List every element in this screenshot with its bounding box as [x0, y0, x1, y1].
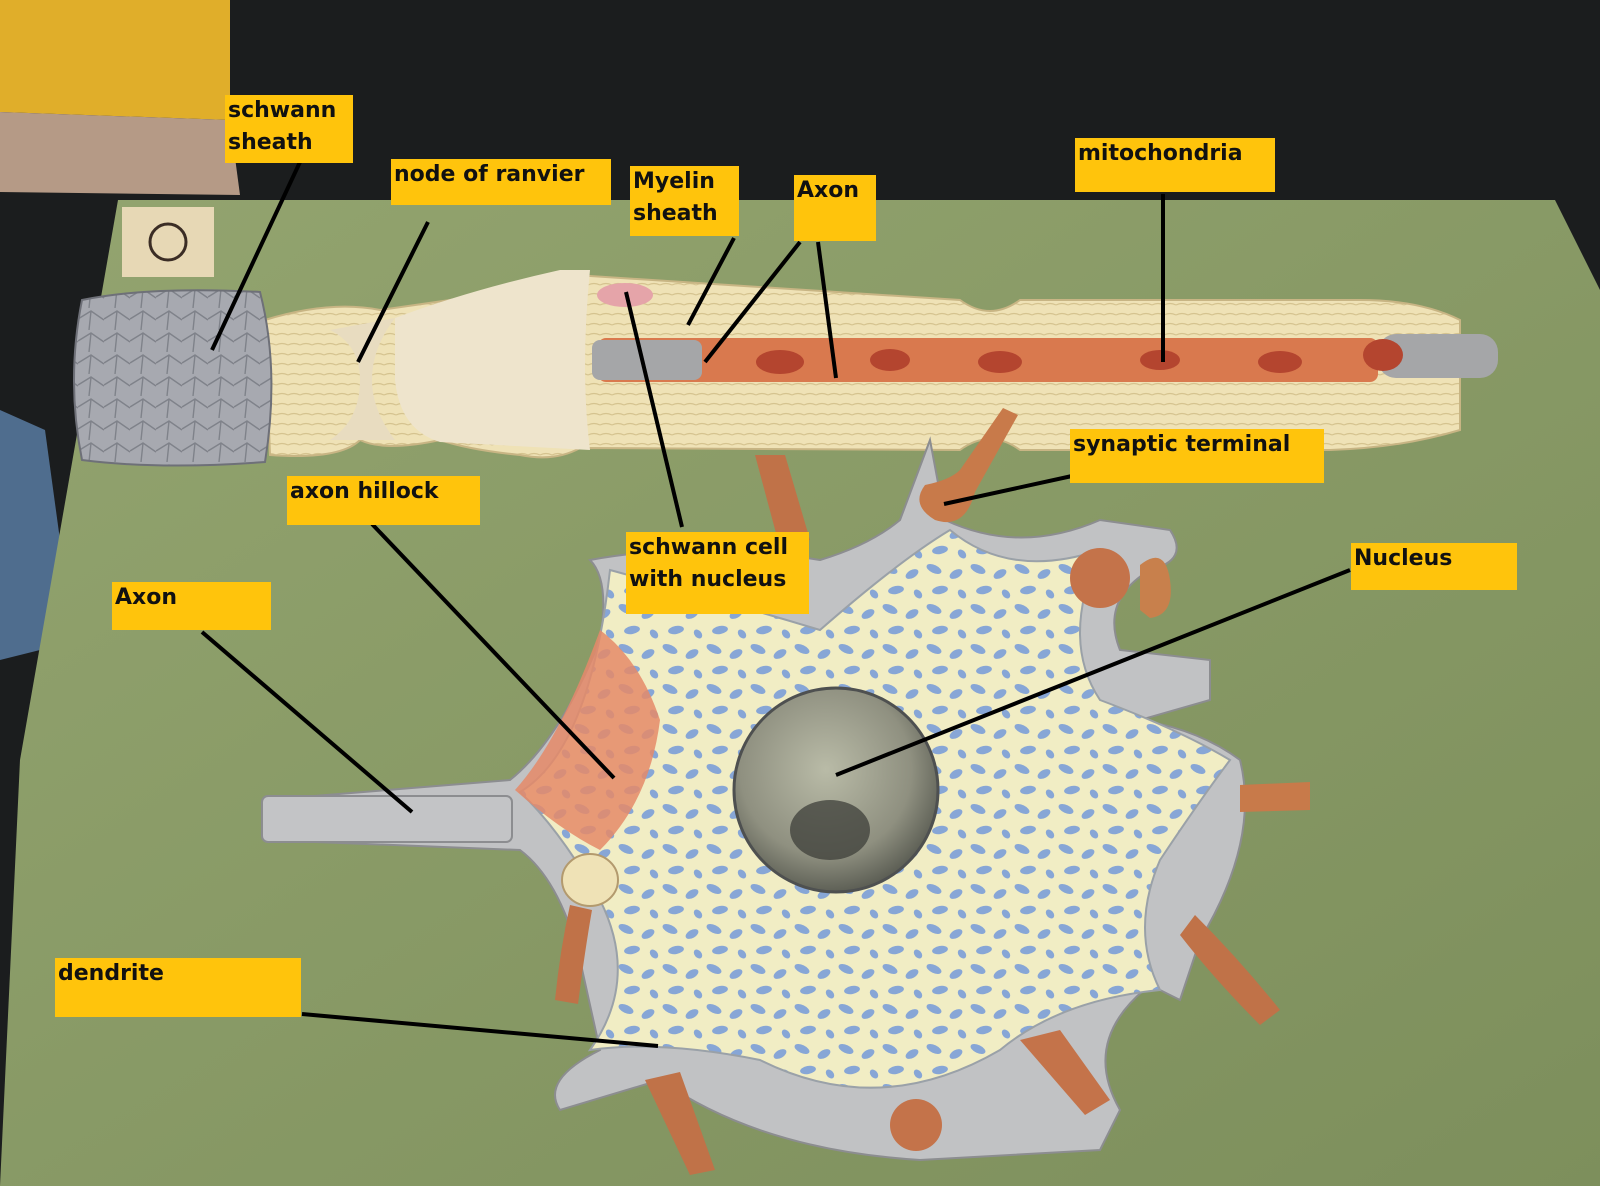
- label-dendrite: dendrite: [55, 958, 301, 1017]
- mitochondrion: [870, 349, 910, 371]
- synaptic-terminal-knob: [1070, 548, 1130, 608]
- axon-tip: [1378, 334, 1498, 378]
- synaptic-terminal-knob: [1140, 557, 1171, 618]
- leader-line: [686, 237, 736, 326]
- synaptic-terminal-knob: [919, 408, 1018, 523]
- leader-line: [210, 161, 302, 351]
- leader-line: [703, 240, 802, 364]
- label-schwann-cell-with-nucleus: schwann cell with nucleus: [626, 532, 809, 614]
- label-node-of-ranvier: node of ranvier: [391, 159, 611, 205]
- dendrite-cross-section: [561, 853, 619, 907]
- axon-stub-left: [261, 795, 513, 843]
- leader-line: [301, 1012, 659, 1048]
- axon-hillock-fibers: [515, 630, 660, 850]
- synaptic-terminal-knob: [890, 1099, 942, 1151]
- cloth-left: [0, 410, 60, 660]
- leader-line: [943, 474, 1073, 506]
- mitochondrion: [756, 350, 804, 374]
- label-axon-left: Axon: [112, 582, 271, 630]
- synaptic-terminal-knob: [645, 1072, 715, 1175]
- nucleus-sphere: [732, 686, 940, 894]
- label-axon-hillock: axon hillock: [287, 476, 480, 525]
- axon-cut-end: [592, 340, 702, 380]
- leader-line: [200, 630, 414, 814]
- synaptic-terminal-knob: [555, 905, 592, 1004]
- board-sticker: [122, 207, 214, 277]
- leader-line: [624, 291, 684, 528]
- mitochondrion: [1140, 350, 1180, 370]
- sticker-logo: [148, 222, 188, 262]
- synaptic-terminal-knob: [755, 455, 810, 548]
- label-myelin-sheath: Myelin sheath: [630, 166, 739, 236]
- leader-line: [835, 568, 1351, 777]
- mitochondrion: [1363, 339, 1403, 371]
- nucleolus: [790, 800, 870, 860]
- node-of-ranvier-bulge: [330, 318, 395, 440]
- synaptic-terminal-knob: [1240, 782, 1310, 812]
- synaptic-terminal-knob: [1180, 915, 1280, 1025]
- label-schwann-sheath: schwann sheath: [225, 95, 353, 163]
- label-synaptic-terminal: synaptic terminal: [1070, 429, 1324, 483]
- label-nucleus: Nucleus: [1351, 543, 1517, 590]
- cell-body-end: [395, 270, 590, 450]
- label-mitochondria: mitochondria: [1075, 138, 1275, 192]
- leader-line: [816, 241, 838, 379]
- mitochondrion: [1258, 351, 1302, 373]
- mitochondrion: [978, 351, 1022, 373]
- schwann-sheath-sleeve: [73, 289, 273, 467]
- label-axon-top: Axon: [794, 175, 876, 241]
- book-top-left: [0, 0, 230, 120]
- leader-line: [356, 221, 430, 363]
- book-side: [0, 112, 240, 195]
- synaptic-terminal-knob: [1020, 1030, 1110, 1115]
- leader-line: [370, 522, 616, 780]
